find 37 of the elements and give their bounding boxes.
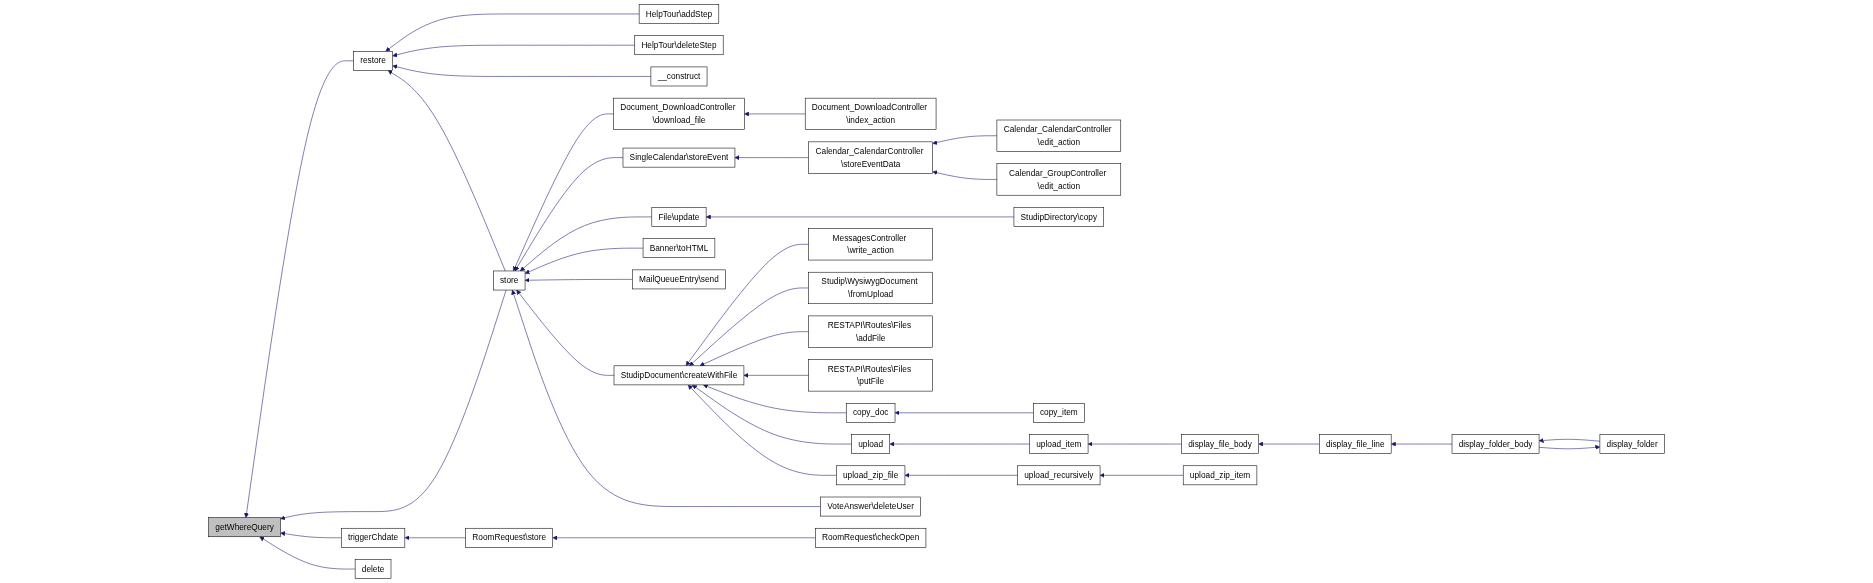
node-box: Calendar_CalendarController \edit_action [996, 119, 1122, 152]
node-box: display_folder [1599, 434, 1665, 454]
node-box: RESTAPI\Routes\Files \addFile [808, 315, 933, 348]
node-box: upload_zip_item [1182, 465, 1258, 486]
node-box: RoomRequest\store [465, 527, 553, 548]
node-box: restore [353, 51, 393, 71]
node-box: SingleCalendar\storeEvent [622, 147, 736, 168]
node-box: MailQueueEntry\send [632, 269, 726, 290]
node-box: display_folder_body [1451, 434, 1540, 454]
node-box: File\update [651, 207, 707, 227]
node-box: display_file_body [1181, 434, 1259, 454]
node-box: __construct [650, 66, 708, 87]
node-box: RoomRequest\checkOpen [815, 527, 927, 548]
node-box: RESTAPI\Routes\Files \putFile [808, 359, 933, 392]
node-box: Studip\WysiwygDocument \fromUpload [808, 271, 933, 304]
node-box: Document_DownloadController \index_action [804, 97, 937, 130]
node-box: Calendar_CalendarController \storeEventData [808, 141, 933, 174]
node-box: upload_recursively [1017, 465, 1101, 486]
node-box: copy_item [1033, 403, 1085, 423]
node-box: StudipDocument\createWithFile [613, 365, 745, 386]
node-box: upload_zip_file [836, 465, 906, 486]
node-box: upload [851, 434, 890, 454]
node-box: triggerChdate [341, 527, 406, 548]
node-box: VoteAnswer\deleteUser [820, 496, 921, 517]
node-box: store [493, 270, 526, 291]
node-box: copy_doc [845, 403, 896, 423]
node-box: delete [354, 559, 392, 579]
node-box: Banner\toHTML [642, 238, 716, 258]
node-box: upload_item [1029, 434, 1089, 454]
node-box: HelpTour\deleteStep [634, 35, 724, 56]
node-box: StudipDirectory\copy [1013, 207, 1104, 227]
node-box: HelpTour\addStep [638, 4, 720, 24]
node-box: getWhereQuery [208, 517, 281, 538]
node-box: Document_DownloadController \download_file [613, 97, 745, 130]
node-box: MessagesController \write_action [808, 228, 933, 261]
node-box: Calendar_GroupController \edit_action [996, 163, 1122, 196]
node-box: display_file_line [1319, 434, 1392, 454]
